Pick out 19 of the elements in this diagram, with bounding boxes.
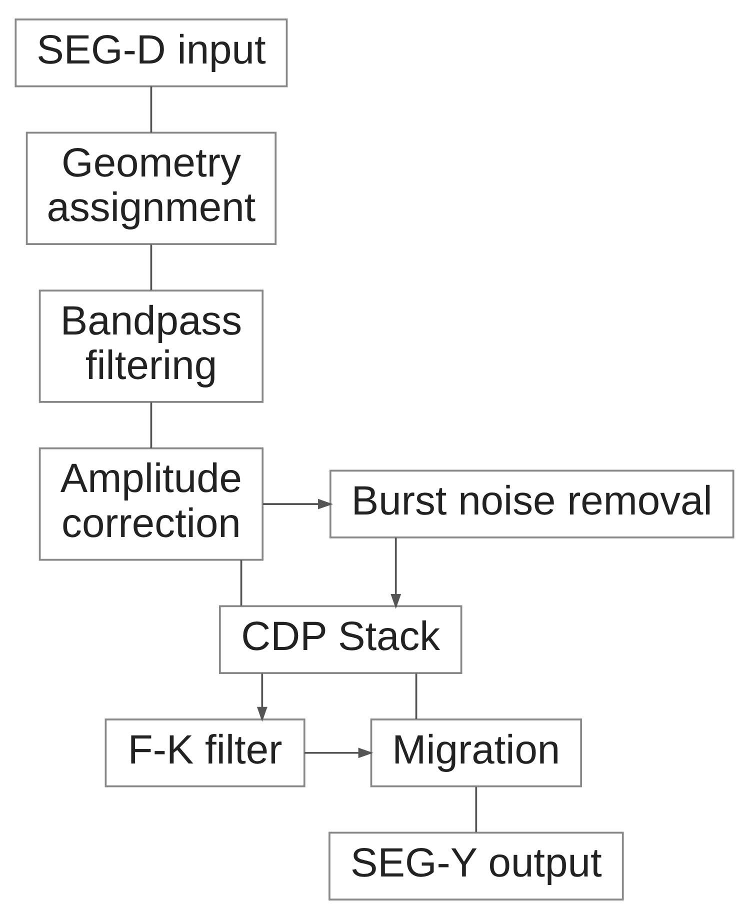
arrow (256, 674, 268, 722)
node-box: Migration (370, 718, 582, 788)
node-box: CDP Stack (219, 605, 462, 674)
connector (150, 402, 152, 448)
node-box: Bandpass filtering (38, 290, 264, 403)
node-box: Burst noise removal (329, 470, 734, 538)
arrow (262, 498, 333, 510)
node-box: F-K filter (104, 718, 306, 788)
connector (240, 560, 242, 606)
node-box: Geometry assignment (26, 132, 277, 246)
connector (150, 244, 152, 290)
connector (150, 86, 152, 133)
node-box: SEG-D input (14, 18, 288, 88)
connector (415, 674, 418, 719)
arrow (304, 748, 374, 758)
node-box: Amplitude correction (38, 447, 264, 561)
node-box: SEG-Y output (328, 832, 624, 900)
connector (475, 786, 478, 832)
arrow (390, 538, 402, 609)
